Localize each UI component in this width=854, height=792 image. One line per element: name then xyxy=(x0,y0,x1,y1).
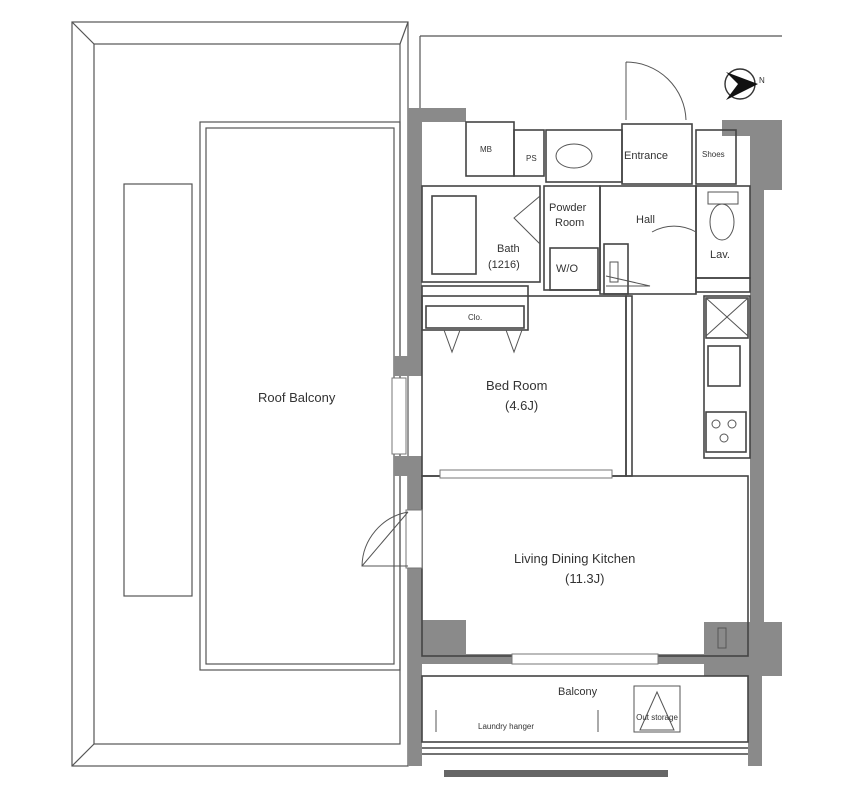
ldk-balcony-window xyxy=(511,653,659,665)
ldk-label: Living Dining Kitchen xyxy=(514,551,636,566)
bath-size: (1216) xyxy=(488,259,520,271)
washbasin xyxy=(555,143,593,169)
compass-label: N xyxy=(759,76,765,85)
bath-door xyxy=(513,195,541,245)
closet-label: Clo. xyxy=(468,313,483,322)
closet-door-left xyxy=(443,329,461,354)
wo-door xyxy=(605,275,651,287)
outdoor-storage-label: Out storage xyxy=(636,713,678,722)
bath-label: Bath xyxy=(497,243,520,255)
powder-room-label-2: Room xyxy=(555,217,585,229)
roof-balcony-outer xyxy=(71,21,409,767)
exterior-walls xyxy=(394,108,782,766)
ldk-door-frame xyxy=(405,509,423,569)
roof-balcony-inner-frame xyxy=(93,43,401,745)
walk-in-label: W/O xyxy=(556,263,578,275)
planter-box xyxy=(123,183,193,597)
laundry-hanger-label: Laundry hanger xyxy=(478,722,535,731)
ldk-area: (11.3J) xyxy=(565,571,605,586)
bedroom-sliding-door xyxy=(439,469,613,479)
bed-room-area: (4.6J) xyxy=(505,398,539,413)
bedroom-window xyxy=(391,377,407,455)
roof-balcony-label: Roof Balcony xyxy=(258,390,336,405)
toilet-tank xyxy=(707,191,739,205)
powder-room-label-1: Powder xyxy=(549,202,587,214)
stove-burner-2 xyxy=(727,419,737,429)
hall-label: Hall xyxy=(636,214,655,226)
hall-door xyxy=(651,225,697,233)
shoes-box-label: Shoes xyxy=(702,150,725,159)
mb-label: MB xyxy=(480,145,492,154)
outdoor-storage xyxy=(633,685,681,733)
ldk-door-swing xyxy=(361,511,409,567)
closet-door-right xyxy=(505,329,523,354)
lavatory-label: Lav. xyxy=(710,249,730,261)
bed-room-label: Bed Room xyxy=(486,378,548,393)
footer-caption xyxy=(444,770,668,777)
entrance-label: Entrance xyxy=(624,150,669,162)
north-arrow-icon xyxy=(724,68,758,100)
entrance-door-swing xyxy=(625,61,687,121)
stove-burner-3 xyxy=(719,433,729,443)
balcony-label: Balcony xyxy=(558,686,598,698)
toilet-bowl xyxy=(709,203,735,241)
ps-label: PS xyxy=(526,154,537,163)
stove-burner-1 xyxy=(711,419,721,429)
